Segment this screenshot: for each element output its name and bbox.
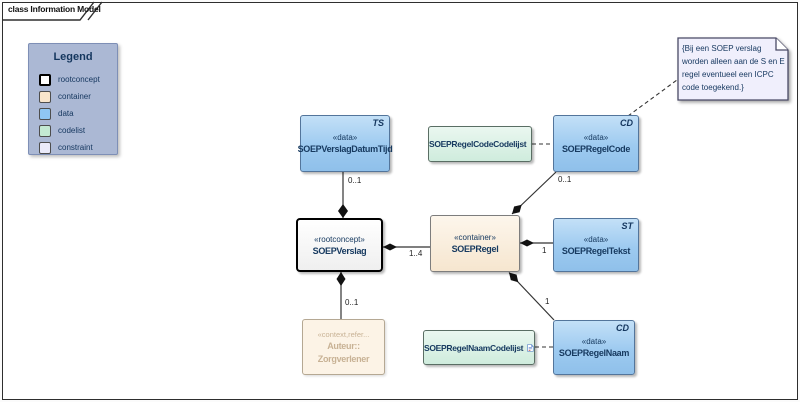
note[interactable]: {Bij een SOEP verslag worden alleen aan … [677, 37, 791, 103]
constraint-swatch [39, 141, 51, 154]
legend-item-constraint: constraint [39, 139, 117, 156]
class-soepregel[interactable]: «container» SOEPRegel [430, 215, 520, 272]
class-soepregeltekst[interactable]: ST «data» SOEPRegelTekst [553, 218, 639, 272]
stereotype-label: «container» [454, 233, 496, 242]
stereotype-label: «rootconcept» [314, 234, 365, 244]
diagram-title: class Information Model [8, 4, 101, 14]
composition-regel-regelcode[interactable] [511, 171, 557, 215]
class-soepverslag[interactable]: «rootconcept» SOEPVerslag [296, 218, 383, 272]
class-soepregelcodecodelijst[interactable]: SOEPRegelCodeCodelijst [428, 126, 532, 162]
multiplicity-regel-code: 0..1 [558, 175, 572, 184]
note-text: {Bij een SOEP verslag worden alleen aan … [682, 44, 785, 92]
stereotype-label: «data» [583, 234, 609, 244]
stereotype-label: «data» [581, 337, 607, 346]
legend-item-codelist: codelist [39, 122, 117, 139]
multiplicity-verslag-auteur: 0..1 [345, 298, 359, 307]
legend-item-data: data [39, 105, 117, 122]
datatype-tag: CD [616, 323, 629, 333]
class-name-line1: Auteur:: [327, 340, 360, 351]
class-name: SOEPVerslag [312, 245, 367, 256]
codelist-swatch [39, 124, 51, 137]
legend-item-rootconcept: rootconcept [39, 71, 117, 88]
composition-verslag-regel[interactable] [383, 243, 430, 251]
composition-verslag-datumtijd[interactable] [338, 172, 348, 218]
class-name: SOEPRegelCode [561, 144, 631, 154]
multiplicity-regel-tekst: 1 [542, 246, 547, 255]
container-swatch [39, 90, 51, 103]
composition-regel-regelnaam[interactable] [508, 272, 555, 321]
class-name: SOEPRegelTekst [561, 245, 631, 256]
class-name: SOEPRegel [451, 244, 499, 254]
legend-item-container: container [39, 88, 117, 105]
class-soepregelnaam[interactable]: CD «data» SOEPRegelNaam [553, 320, 635, 375]
data-swatch [39, 107, 51, 120]
class-name: SOEPRegelCodeCodelijst [429, 139, 527, 149]
document-icon [527, 343, 534, 352]
legend: Legend rootconcept container data codeli… [28, 43, 118, 155]
stereotype-label: «data» [583, 133, 609, 142]
class-name-line2: Zorgverlener [317, 353, 370, 364]
note-shape [677, 37, 789, 101]
class-name: SOEPRegelNaamCodelijst [424, 342, 524, 353]
class-soepverslagdatumtijd[interactable]: TS «data» SOEPVerslagDatumTijd [297, 115, 393, 172]
multiplicity-verslag-datumtijd: 0..1 [348, 176, 362, 185]
datatype-tag: ST [621, 221, 633, 231]
document-icon [530, 143, 531, 145]
frame-tab [2, 1, 103, 21]
legend-title: Legend [53, 51, 93, 63]
datatype-tag: CD [620, 118, 633, 128]
composition-verslag-auteur[interactable] [336, 272, 346, 319]
multiplicity-verslag-regel: 1..4 [409, 249, 423, 258]
class-name: SOEPRegelNaam [558, 348, 630, 358]
class-name: SOEPVerslagDatumTijd [297, 144, 393, 154]
class-auteur-zorgverlener[interactable]: «context,refer... Auteur:: Zorgverlener [302, 319, 385, 375]
legend-items: rootconcept container data codelist cons… [39, 71, 117, 156]
multiplicity-regel-naam: 1 [545, 297, 550, 306]
stereotype-label: «context,refer... [317, 329, 370, 339]
class-soepregelnaamcodelijst[interactable]: SOEPRegelNaamCodelijst [423, 330, 535, 365]
notelink-note-regelcode[interactable] [627, 79, 678, 117]
stereotype-label: «data» [332, 133, 358, 142]
composition-regel-regeltekst[interactable] [520, 239, 553, 247]
class-soepregelcode[interactable]: CD «data» SOEPRegelCode [553, 115, 639, 172]
rootconcept-swatch [39, 73, 51, 86]
datatype-tag: TS [372, 118, 384, 128]
